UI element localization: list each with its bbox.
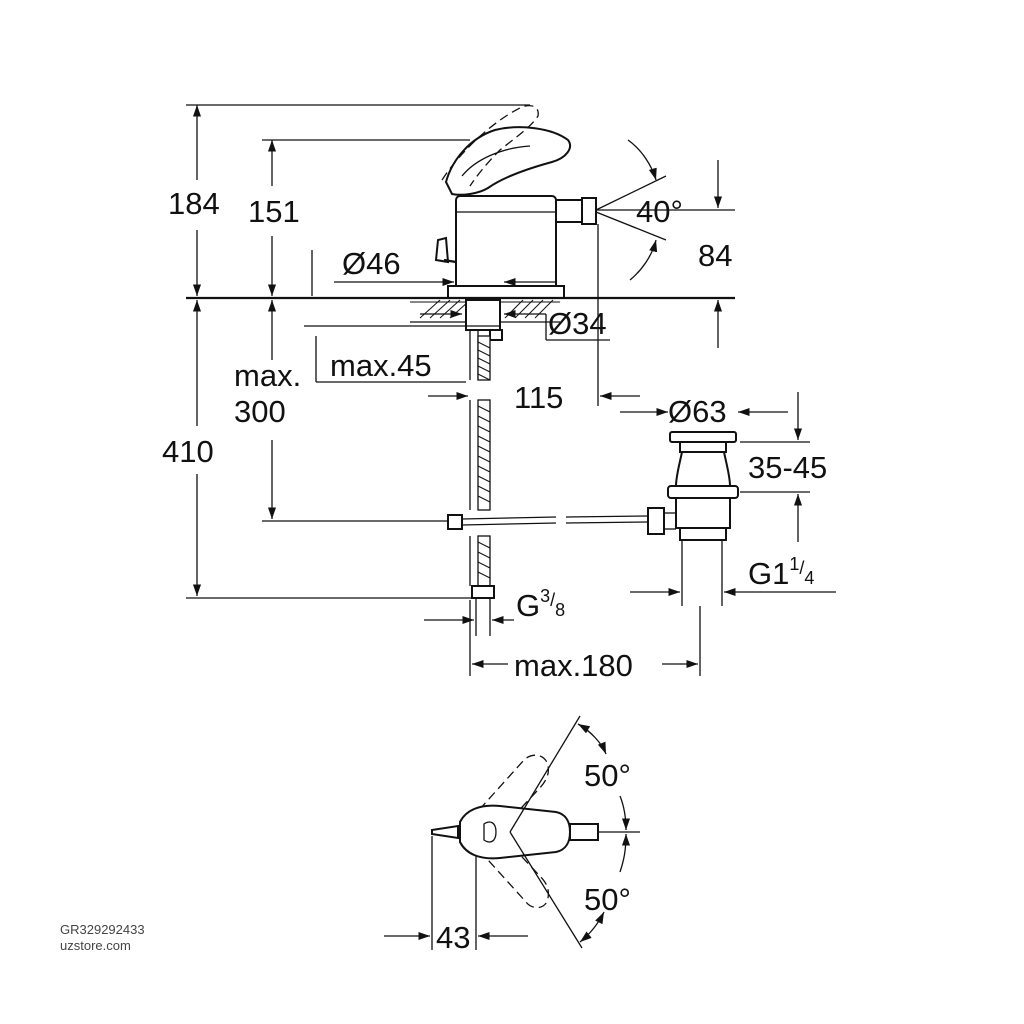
lever-rotated-down [469, 817, 550, 909]
watermark-code: GR329292433 [60, 922, 145, 937]
faucet-top-view [384, 715, 640, 950]
watermark-site: uzstore.com [60, 938, 131, 953]
dim-50-degree-bottom: 50° [584, 882, 631, 917]
dim-43: 43 [436, 920, 470, 955]
popup-linkage [262, 514, 649, 530]
dim-300: 300 [234, 394, 286, 429]
dim-84: 84 [698, 238, 732, 273]
waste-nut [667, 485, 739, 499]
faucet-body [455, 195, 557, 299]
supply-hose [469, 335, 495, 636]
waste-assembly [647, 431, 739, 606]
dim-max-180: max.180 [514, 648, 633, 683]
dim-waste-thread: G11/4 [748, 554, 814, 591]
dim-410: 410 [162, 434, 214, 469]
dim-max-label: max. [234, 358, 301, 393]
dim-115: 115 [514, 380, 563, 415]
supply-connector [471, 585, 495, 599]
dim-supply-thread: G3/8 [516, 586, 565, 623]
deck-section [186, 296, 735, 323]
dim-46-diameter: Ø46 [342, 246, 401, 281]
dim-max-45: max.45 [330, 348, 432, 383]
dim-63-diameter: Ø63 [668, 394, 727, 429]
faucet-side-view [434, 105, 597, 299]
top-lever [459, 804, 572, 860]
faucet-lever [444, 126, 571, 196]
dim-35-45: 35-45 [748, 450, 827, 485]
dim-151: 151 [248, 194, 300, 229]
top-popup-knob [431, 824, 459, 840]
waste-cap [669, 431, 737, 443]
dim-34-diameter: Ø34 [548, 306, 607, 341]
top-spout [569, 823, 599, 841]
popup-rod-knob [434, 236, 450, 264]
dimension-lines [186, 104, 836, 676]
lever-rotated-up [469, 754, 550, 847]
dim-50-degree-top: 50° [584, 758, 631, 793]
waste-rod-nut [647, 507, 665, 535]
dim-184: 184 [168, 186, 220, 221]
spout-aerator [581, 197, 597, 225]
faucet-spout [555, 199, 583, 223]
faucet-lever-raised [441, 105, 539, 187]
dim-40-degree: 40° [636, 194, 683, 229]
